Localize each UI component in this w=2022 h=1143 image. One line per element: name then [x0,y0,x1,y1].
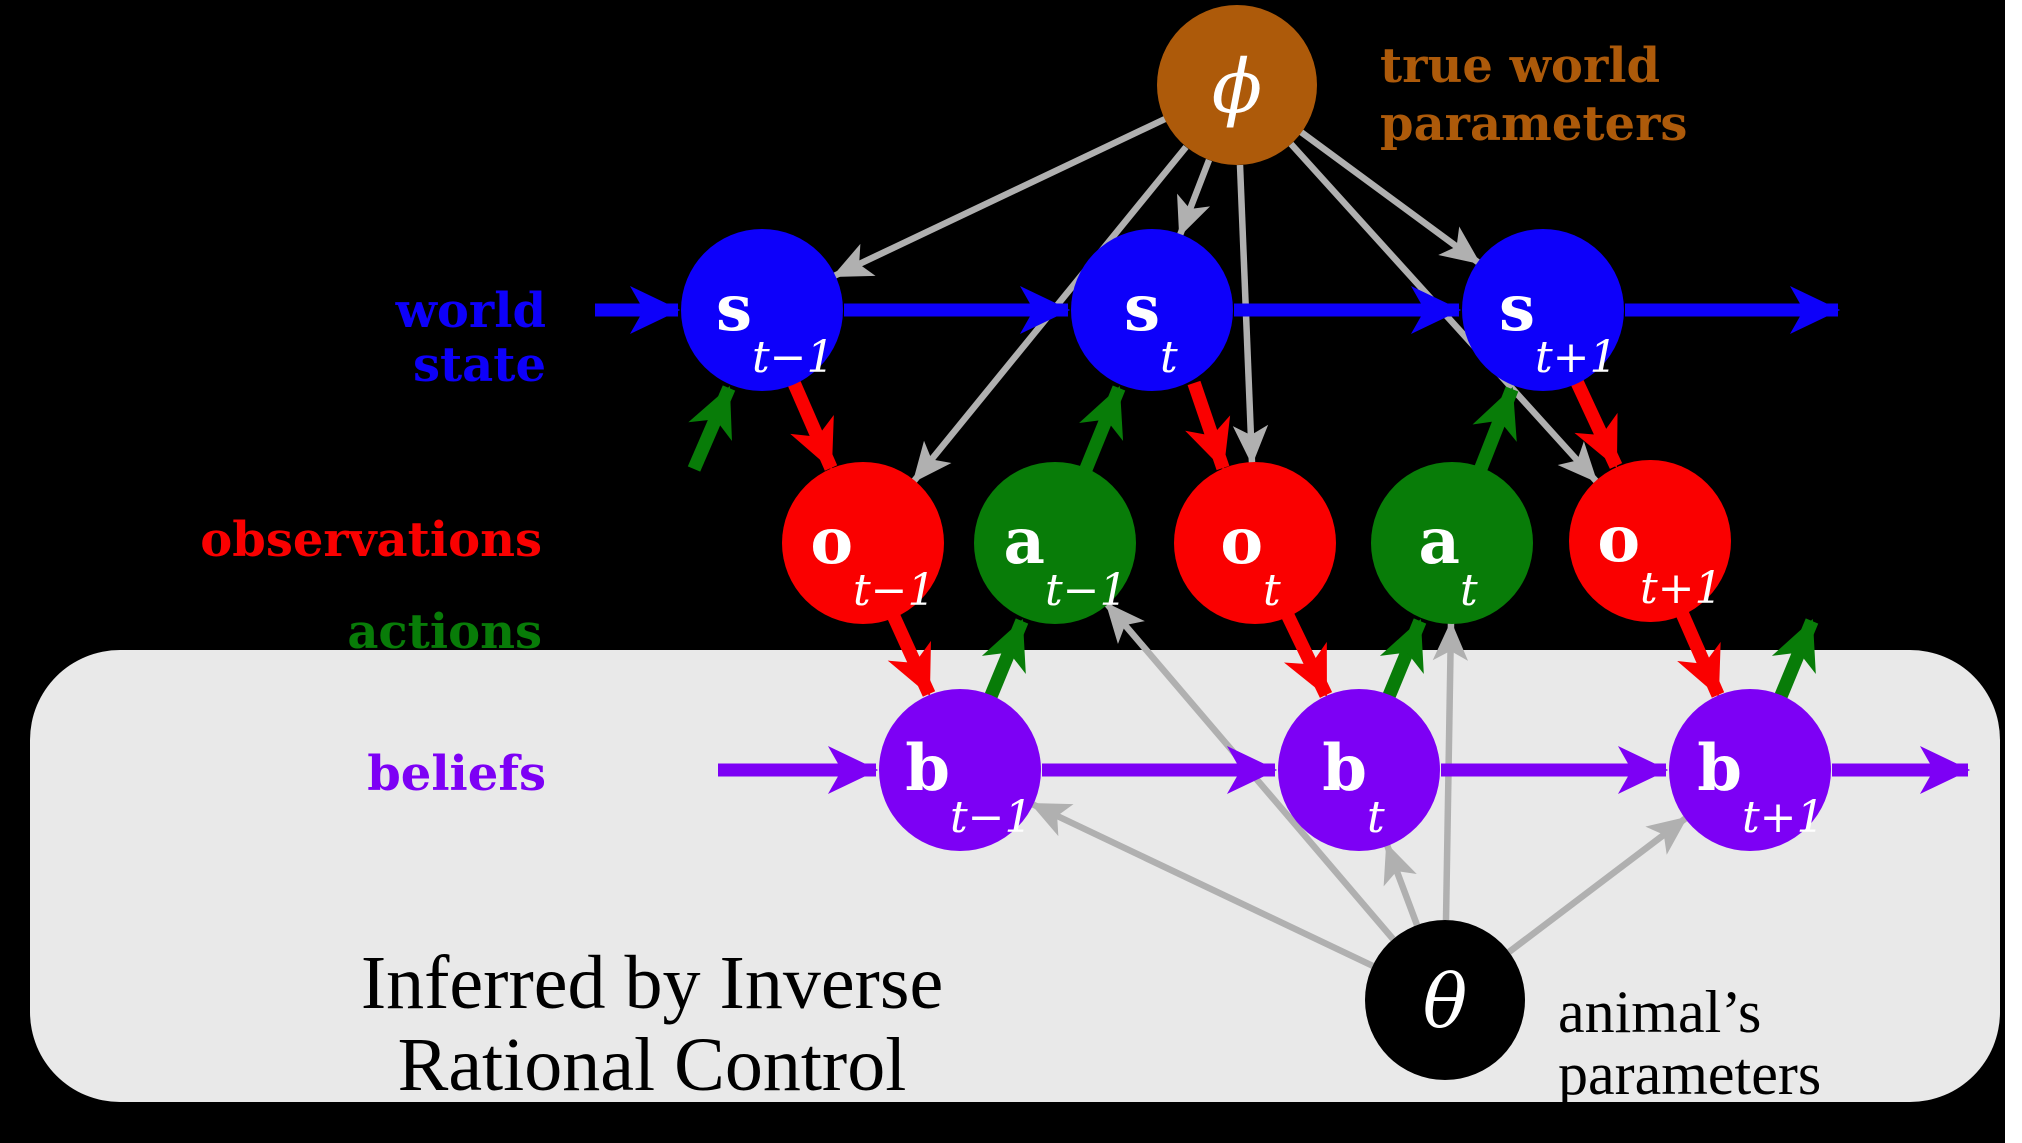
a-cur-subscript: t [1460,565,1478,616]
arrow-a-prev-to-s-cur [1079,385,1126,472]
node-phi [1157,5,1317,165]
panel-texts: Inferred by Inverse Rational Control ani… [361,941,1821,1107]
s-next-subscript: t+1 [1535,332,1618,383]
observations-label: observations [200,512,542,568]
animals-params-line2: parameters [1558,1041,1821,1107]
arrow-phi-to-s-next [1299,129,1481,266]
animals-params-line1: animal’s [1558,979,1761,1045]
true-world-params-line1: true world [1380,38,1660,94]
arrow-o-next-to-b-next [1675,610,1725,698]
b-cur-label: b [1322,731,1367,806]
a-cur-label: a [1419,504,1460,579]
s-prev-subscript: t−1 [752,332,835,383]
arrow-a-cur-to-s-next [1472,386,1519,471]
b-prev-label: b [905,731,950,806]
b-next-subscript: t+1 [1742,792,1825,843]
arrow-s-cur-to-o-cur [1185,380,1231,471]
o-prev-label: o [810,504,853,579]
row-labels: true world parameters world state observ… [200,38,1687,802]
arrow-theta-to-b-prev [1030,801,1375,969]
o-cur-label: o [1220,504,1263,579]
right-margin-strip [2005,0,2022,1143]
o-next-subscript: t+1 [1640,563,1723,614]
theta-influence-arrows [1030,601,1688,969]
arrow-a-past-to-s-prev [687,385,736,472]
arrow-b-cur-to-a-cur [1379,618,1427,699]
inferred-line1: Inferred by Inverse [361,941,943,1025]
arrow-b-next-to-a-future [1771,618,1819,699]
actions-label: actions [347,604,542,660]
o-next-label: o [1597,502,1640,577]
observation-arrows [787,379,1725,698]
node-theta [1365,920,1525,1080]
b-cur-subscript: t [1367,792,1385,843]
o-cur-subscript: t [1263,565,1281,616]
arrow-theta-to-b-cur [1383,842,1421,927]
node-a-prev [974,462,1136,624]
a-prev-subscript: t−1 [1045,565,1128,616]
node-o-next [1569,460,1731,622]
nodes [681,5,1831,1080]
node-b-prev [879,689,1041,851]
phi-symbol: ϕ [1212,44,1262,130]
node-o-prev [782,462,944,624]
arrow-s-prev-to-o-prev [787,380,838,471]
node-o-cur [1174,462,1336,624]
true-world-params-line2: parameters [1380,96,1687,152]
s-cur-label: s [1124,271,1160,346]
arrow-s-next-to-o-next [1570,379,1623,469]
beliefs-label: beliefs [367,746,546,802]
inferred-line2: Rational Control [398,1023,907,1107]
node-s-next [1462,229,1624,391]
a-prev-label: a [1004,504,1045,579]
node-s-prev [681,229,843,391]
b-prev-subscript: t−1 [950,792,1033,843]
world-state-line2: state [413,337,546,393]
arrow-phi-to-s-prev [832,116,1167,279]
node-a-cur [1371,462,1533,624]
theta-symbol: θ [1423,959,1468,1045]
node-b-next [1669,689,1831,851]
arrow-phi-to-s-cur [1176,158,1213,238]
s-prev-label: s [716,271,752,346]
arrow-b-prev-to-a-prev [981,618,1029,699]
arrow-o-prev-to-b-prev [887,614,936,697]
action-arrows [687,385,1819,699]
node-symbols: ϕ θ s t−1 s t s t+1 o t−1 o t o t+1 a t−… [716,44,1825,1045]
arrow-o-cur-to-b-cur [1281,613,1333,698]
node-s-cur [1071,229,1233,391]
world-state-line1: world [395,283,546,339]
b-next-label: b [1697,731,1742,806]
o-prev-subscript: t−1 [853,565,936,616]
node-b-cur [1278,689,1440,851]
s-next-label: s [1499,271,1535,346]
s-cur-subscript: t [1160,332,1178,383]
arrow-theta-to-b-next [1507,815,1688,955]
